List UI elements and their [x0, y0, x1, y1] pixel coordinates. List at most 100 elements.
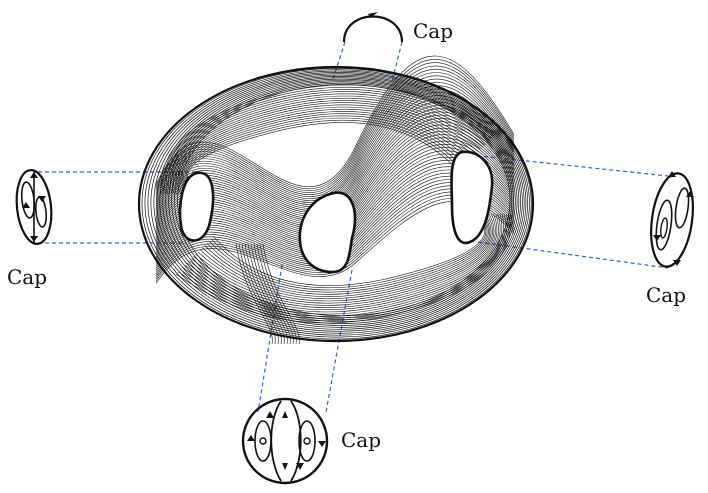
cap-right-arrow-icon [673, 260, 681, 266]
connector-top-left [331, 41, 346, 83]
cap-bottom-arrow-icon [282, 463, 288, 470]
cap-right-inner-loop [660, 217, 668, 239]
cap-bottom-center [259, 437, 267, 445]
main-surface [137, 55, 535, 345]
streamline [171, 97, 483, 195]
streamline [184, 117, 464, 195]
cap-bottom-separatrix [270, 400, 282, 482]
streamline [179, 109, 473, 195]
streamline [180, 111, 470, 195]
streamline [189, 213, 501, 311]
streamline [186, 213, 503, 313]
streamline [247, 243, 285, 345]
cap-bottom-center [303, 437, 311, 445]
streamline [141, 67, 532, 340]
streamline [155, 78, 515, 201]
streamline [155, 72, 515, 197]
streamline [162, 86, 494, 195]
cap-right-arrow-icon [668, 171, 676, 177]
connector-right-upper [469, 154, 669, 177]
cap-left-arrow-icon [30, 236, 38, 242]
streamline [253, 243, 291, 345]
streamline [150, 72, 527, 334]
streamline [250, 243, 288, 345]
streamline [155, 75, 515, 199]
cap-bottom-inner-loop [254, 420, 272, 462]
cap-bottom-arrow-icon [266, 411, 274, 418]
streamline [197, 213, 495, 302]
streamline [173, 100, 481, 195]
streamline [155, 85, 515, 205]
cap-bottom-arrow-icon [282, 411, 288, 418]
cap-left: Cap [7, 169, 53, 289]
cap-bottom-inner-loop [298, 420, 316, 462]
streamline [168, 93, 488, 195]
connector-bottom-left [257, 264, 283, 413]
cap-top-arrow-icon [368, 12, 378, 18]
cap-top-label: Cap [413, 19, 453, 43]
streamline [171, 81, 514, 320]
streamline [180, 213, 508, 319]
cap-bottom-boundary [241, 397, 329, 485]
cap-left-inner-loop [34, 196, 48, 228]
cap-right-boundary [650, 172, 694, 268]
cap-top-arc [342, 15, 404, 43]
streamline [177, 106, 475, 195]
streamline [193, 213, 498, 306]
hole-boundary-3 [450, 150, 494, 245]
streamline [244, 243, 282, 345]
streamline [174, 102, 479, 195]
streamline [155, 62, 515, 191]
hole-boundary-1 [178, 171, 215, 242]
cap-bottom: Cap [241, 397, 381, 485]
streamline [191, 213, 499, 308]
streamline [160, 84, 497, 195]
streamline [166, 91, 490, 195]
streamline [238, 243, 276, 345]
streamline [256, 243, 294, 345]
streamline [262, 243, 300, 345]
streamline [155, 88, 515, 207]
hole-boundary-2 [298, 191, 357, 274]
cap-right-arrow-icon [653, 235, 661, 241]
streamline [178, 213, 510, 322]
streamline [199, 213, 493, 299]
cap-bottom-arrow-icon [247, 435, 255, 441]
streamline [204, 213, 491, 295]
cap-left-arrow-icon [38, 196, 46, 202]
streamline [206, 213, 489, 293]
streamline [182, 213, 506, 317]
cap-bottom-arrow-icon [296, 463, 304, 470]
streamline [235, 243, 273, 345]
streamline [155, 82, 515, 203]
streamline [176, 104, 477, 195]
cap-right-inner-loop [674, 187, 690, 229]
cap-right: Cap [646, 171, 694, 307]
cap-bottom-arrow-icon [318, 441, 326, 447]
streamline [147, 70, 529, 336]
streamline [183, 115, 466, 195]
streamline [185, 120, 462, 195]
streamline [175, 213, 512, 324]
cap-bottom-label: Cap [341, 428, 381, 452]
cap-left-boundary [15, 169, 53, 245]
streamline [153, 73, 525, 332]
cap-right-inner-loop [655, 199, 673, 251]
streamline [155, 92, 515, 209]
streamline [168, 80, 516, 322]
cap-top: Cap [342, 12, 453, 43]
streamline [202, 213, 492, 297]
streamline [210, 213, 487, 288]
streamline [187, 122, 459, 195]
streamline [144, 69, 530, 338]
streamline [184, 213, 504, 315]
streamline [195, 213, 496, 304]
streamline [181, 113, 468, 195]
streamline [259, 243, 297, 345]
cap-right-arrow-icon [686, 191, 694, 197]
cap-bottom-separatrix [290, 400, 302, 482]
streamline [169, 95, 486, 195]
cap-left-arrow-icon [22, 202, 30, 208]
